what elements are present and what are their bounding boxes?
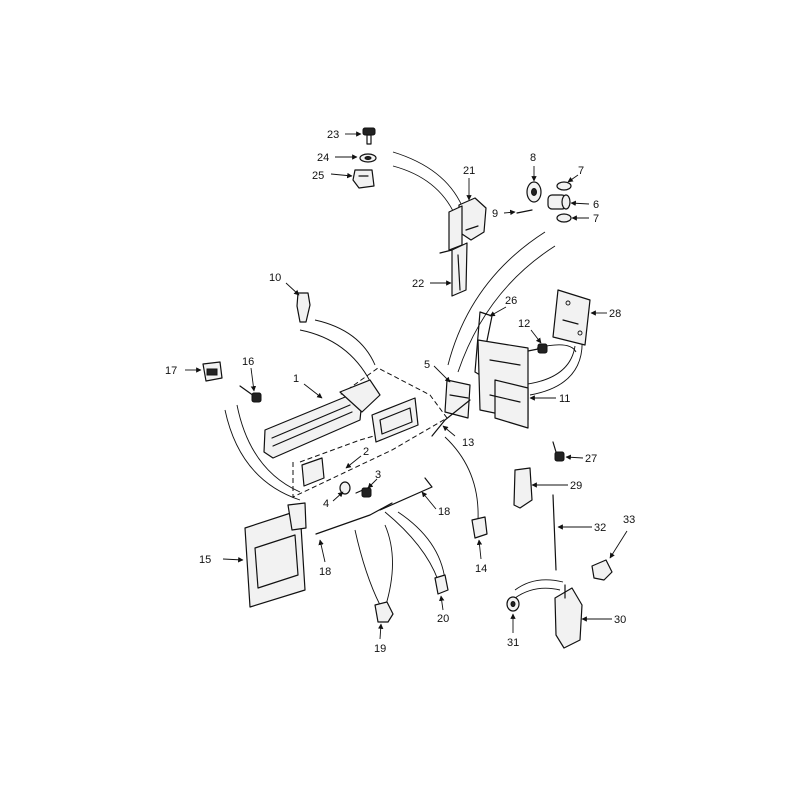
handle-bracket	[301, 457, 325, 487]
callout-1: 1	[293, 373, 299, 385]
part-2-bezel	[371, 397, 419, 443]
part-18a-rod	[315, 502, 393, 535]
callout-3: 3	[375, 469, 381, 481]
part-13-rod	[431, 399, 471, 437]
callout-2: 2	[363, 446, 369, 458]
callout-28: 28	[609, 308, 621, 320]
part-4-washer	[339, 481, 351, 495]
part-1-door-handle	[263, 379, 381, 459]
part-8-washer	[526, 181, 542, 203]
connector-lines	[224, 151, 583, 609]
callout-29: 29	[570, 480, 582, 492]
part-25-clip-nut	[352, 169, 375, 189]
callout-9: 9	[492, 208, 498, 220]
callout-19: 19	[374, 643, 386, 655]
callout-13: 13	[462, 437, 474, 449]
part-12-screw	[527, 343, 548, 354]
part-5-linkage	[444, 379, 471, 419]
leader-lines	[185, 131, 628, 640]
callout-22: 22	[412, 278, 424, 290]
part-20-clip	[434, 574, 449, 595]
part-7b-clip	[556, 213, 572, 223]
part-19-clip	[374, 601, 394, 623]
callout-5: 5	[424, 359, 430, 371]
callout-10: 10	[269, 272, 281, 284]
part-24-washer	[359, 153, 377, 163]
callout-30: 30	[614, 614, 626, 626]
callout-labels: 1 2 3 4 5 6 7 7 8 9 10 11 12 13 14 15 16…	[165, 129, 635, 655]
part-27-screw	[552, 441, 565, 462]
part-17-grommet	[202, 361, 223, 382]
callout-15: 15	[199, 554, 211, 566]
callout-26: 26	[505, 295, 517, 307]
callout-27: 27	[585, 453, 597, 465]
part-21-lock-cylinder	[448, 197, 487, 251]
part-28-plate	[552, 289, 591, 346]
callout-6: 6	[593, 199, 599, 211]
part-22-lock-rod	[439, 242, 468, 297]
callout-18b: 18	[438, 506, 450, 518]
part-3-bolt	[355, 485, 373, 498]
callout-21: 21	[463, 165, 475, 177]
callout-7b: 7	[593, 213, 599, 225]
part-9-pin	[516, 209, 533, 214]
part-16-screw	[239, 385, 262, 403]
callout-31: 31	[507, 637, 519, 649]
callout-4: 4	[323, 498, 329, 510]
callout-25: 25	[312, 170, 324, 182]
part-6-cylinder	[547, 194, 571, 210]
callout-16: 16	[242, 356, 254, 368]
callout-17: 17	[165, 365, 177, 377]
callout-14: 14	[475, 563, 487, 575]
part-18b-rod	[379, 477, 433, 511]
callout-7a: 7	[578, 165, 584, 177]
part-11-lock-body	[477, 339, 529, 429]
part-33-clip	[591, 559, 613, 581]
part-29-lever	[513, 467, 533, 509]
callout-11: 11	[559, 393, 570, 405]
part-31-grommet	[506, 596, 520, 612]
callout-12: 12	[518, 318, 530, 330]
callout-23: 23	[327, 129, 339, 141]
callout-18a: 18	[319, 566, 331, 578]
part-23-bolt	[362, 127, 376, 145]
part-32-rod	[552, 494, 557, 571]
callout-24: 24	[317, 152, 329, 164]
callout-20: 20	[437, 613, 449, 625]
part-14-clip	[471, 516, 488, 539]
part-10-clip	[296, 292, 311, 323]
callout-33: 33	[623, 514, 635, 526]
callout-32: 32	[594, 522, 606, 534]
part-7a-clip	[556, 181, 572, 191]
callout-8: 8	[530, 152, 536, 164]
part-15-handle-housing	[244, 502, 307, 608]
part-30-actuator	[554, 584, 583, 649]
